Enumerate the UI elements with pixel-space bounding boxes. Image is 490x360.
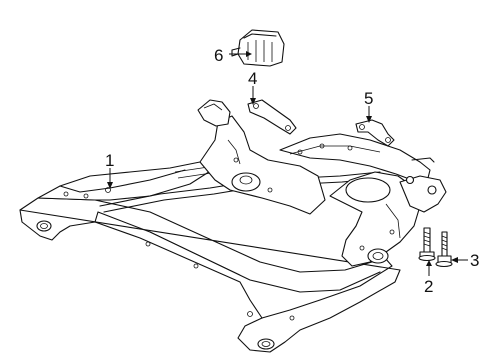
engine-mount-block	[231, 29, 285, 67]
bracket-4	[247, 99, 297, 135]
callout-2: 2	[424, 277, 433, 296]
bracket-5	[355, 119, 395, 147]
front-subframe	[19, 99, 447, 353]
callout-3: 3	[470, 251, 479, 270]
leader-lines	[107, 51, 468, 276]
callout-1: 1	[105, 151, 114, 170]
bolt-2	[418, 227, 436, 262]
callout-6: 6	[214, 46, 223, 65]
bolt-3	[435, 231, 453, 268]
callout-5: 5	[364, 89, 373, 108]
callout-4: 4	[248, 69, 257, 88]
